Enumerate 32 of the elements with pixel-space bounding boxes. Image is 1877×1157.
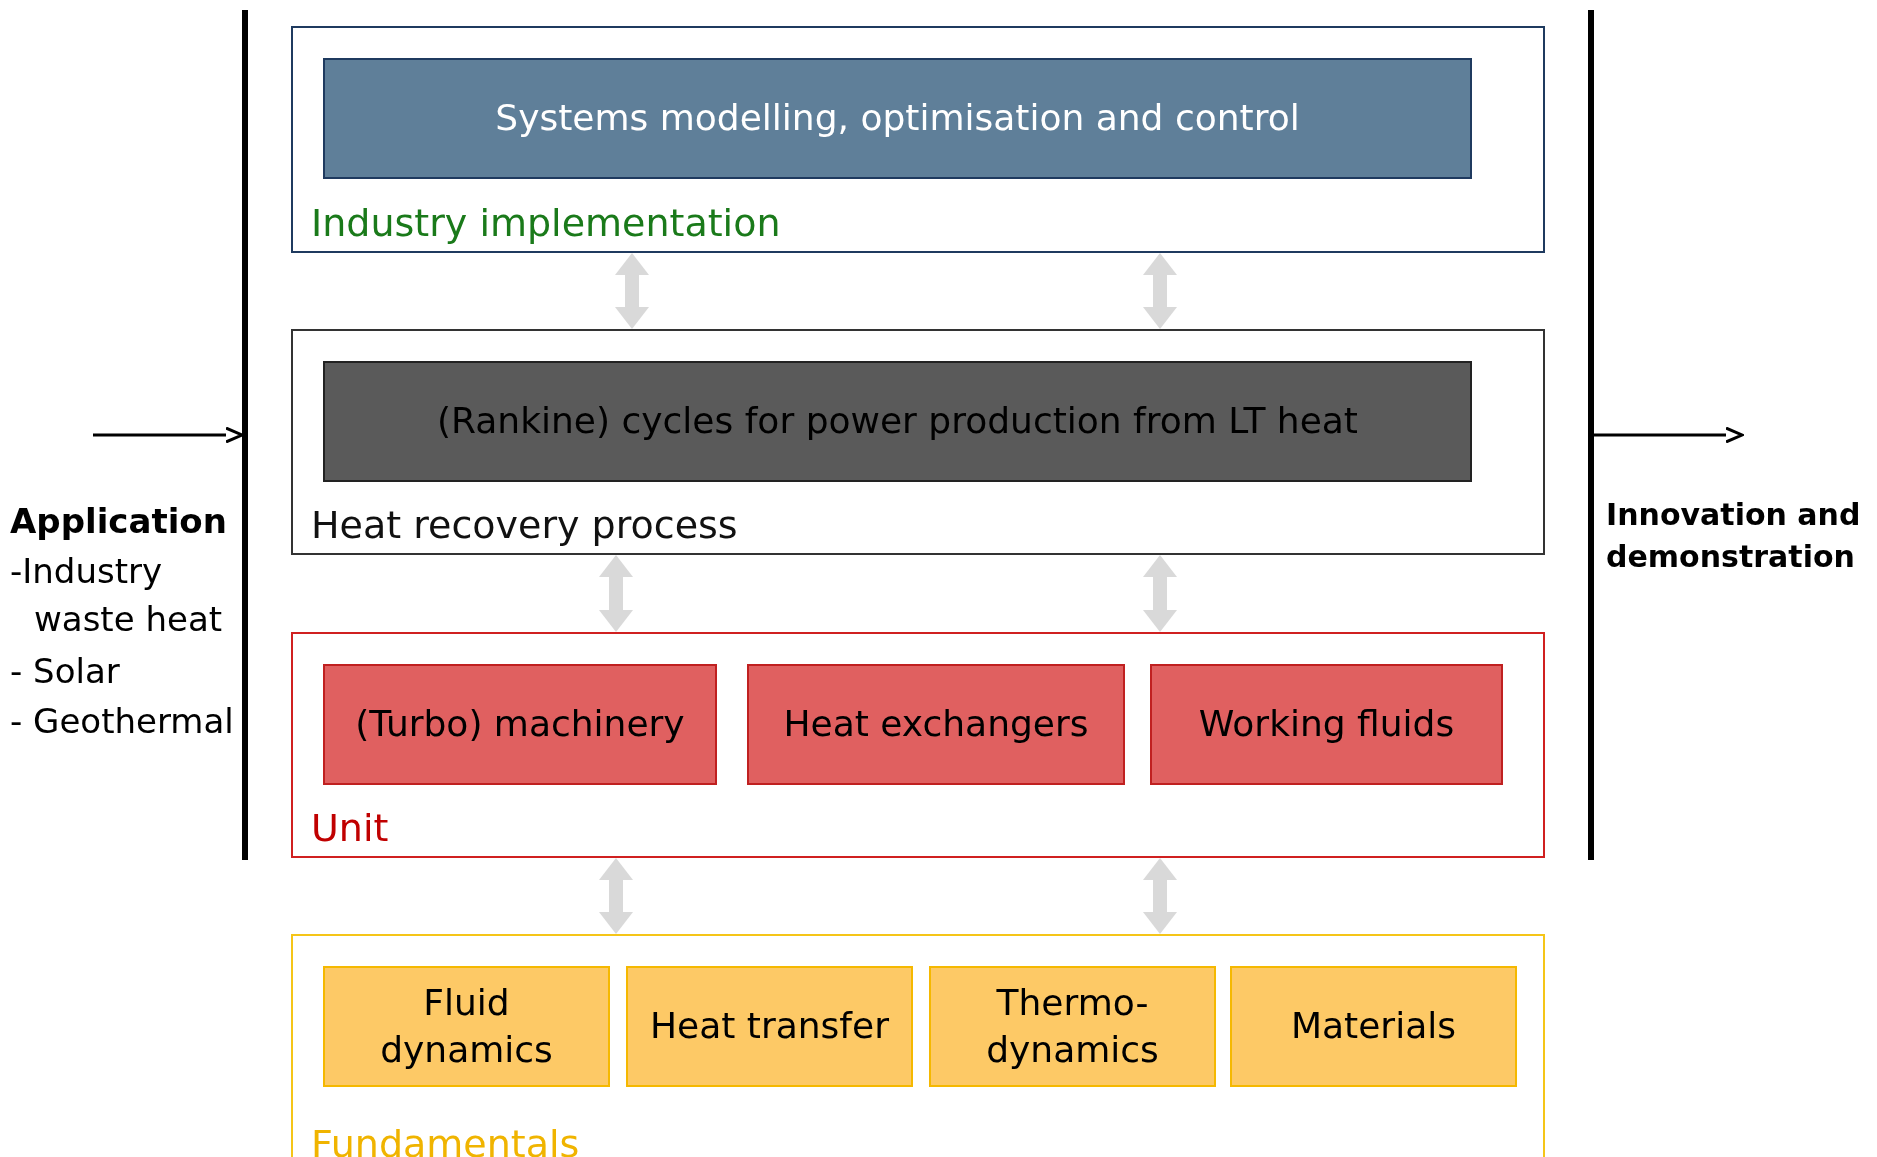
group-title: Heat recovery process: [311, 503, 738, 547]
side-heading: Application: [10, 500, 228, 543]
topic-box: Materials: [1230, 966, 1517, 1087]
double-arrow: [615, 253, 649, 329]
double-arrow: [1143, 555, 1177, 632]
list-item: - Geothermal: [10, 700, 235, 743]
topic-box: (Turbo) machinery: [323, 664, 717, 785]
group-title: Industry implementation: [311, 201, 781, 245]
group-frame: [291, 26, 1545, 253]
topic-box: Working fluids: [1150, 664, 1503, 785]
topic-box: Heat transfer: [626, 966, 913, 1087]
arrow: [1594, 426, 1744, 444]
group-title: Unit: [311, 806, 389, 850]
list-item: -Industry waste heat: [10, 550, 224, 641]
topic-box: Thermo- dynamics: [929, 966, 1216, 1087]
double-arrow: [1143, 858, 1177, 934]
group-frame: [291, 934, 1545, 1157]
group-frame: [291, 632, 1545, 858]
topic-box: Heat exchangers: [747, 664, 1125, 785]
double-arrow: [599, 858, 633, 934]
group-frame: [291, 329, 1545, 555]
vertical-bar: [1588, 10, 1594, 860]
group-title: Fundamentals: [311, 1122, 580, 1157]
list-item: - Solar: [10, 650, 121, 693]
double-arrow: [599, 555, 633, 632]
topic-box: (Rankine) cycles for power production from LT heat: [323, 361, 1472, 482]
vertical-bar: [242, 10, 248, 860]
topic-box: Fluid dynamics: [323, 966, 610, 1087]
topic-box: Systems modelling, optimisation and control: [323, 58, 1472, 179]
side-heading: Innovation and demonstration: [1606, 496, 1862, 576]
double-arrow: [1143, 253, 1177, 329]
arrow: [93, 426, 244, 444]
